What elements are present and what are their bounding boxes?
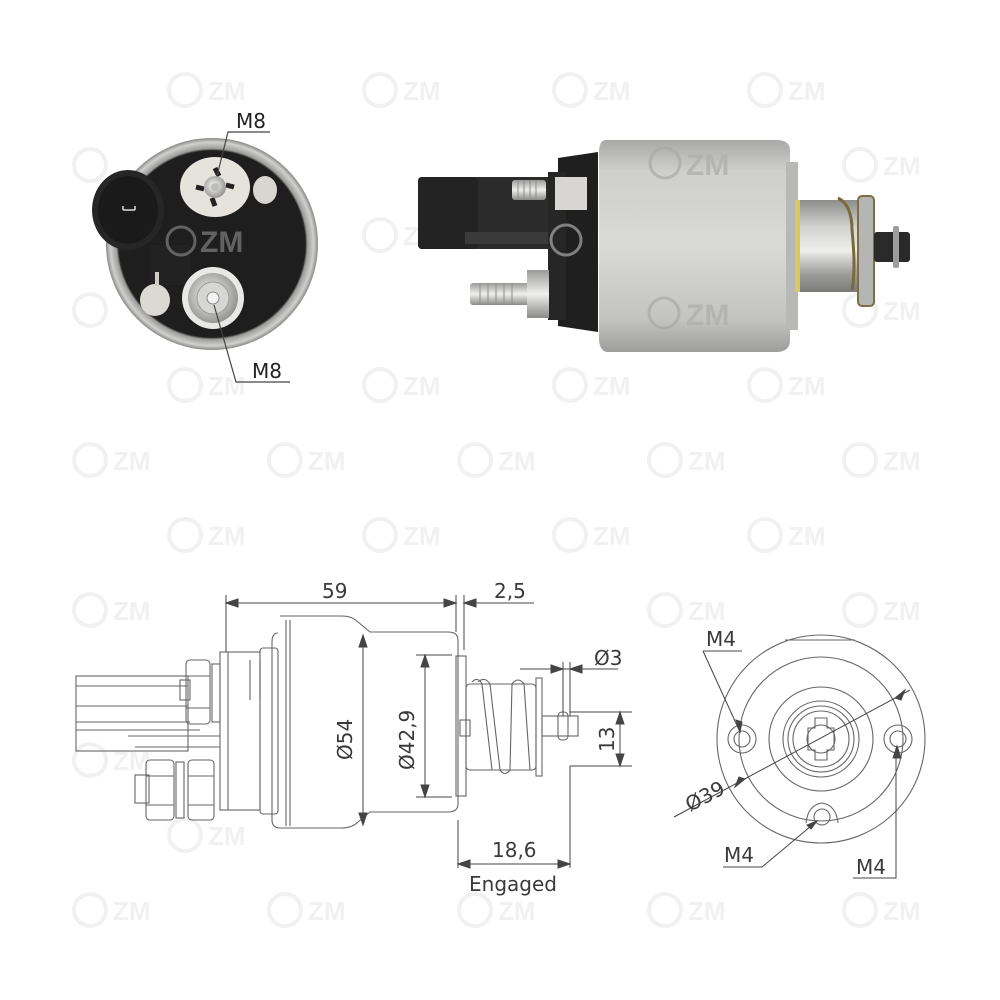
- drive-pin: [541, 715, 579, 737]
- svg-text:ZM: ZM: [688, 446, 726, 476]
- photo-watermark: [165, 225, 197, 257]
- side-view-photo: ZM ZM: [418, 140, 910, 352]
- side-dimensions: [224, 595, 632, 869]
- drive-pin-end: [874, 232, 910, 262]
- svg-text:ZM: ZM: [883, 296, 921, 326]
- svg-text:ZM: ZM: [498, 446, 536, 476]
- dim-stroke: 18,6: [492, 838, 537, 862]
- dim-body-diameter: Ø54: [333, 719, 357, 760]
- dim-gap: 2,5: [494, 579, 526, 603]
- svg-text:ZM: ZM: [498, 896, 536, 926]
- svg-text:ZM: ZM: [686, 299, 729, 332]
- end-view-photo: ZM M8 M8: [92, 109, 318, 383]
- mount-hole-bottom: [813, 808, 831, 826]
- svg-text:ZM: ZM: [593, 371, 631, 401]
- upper-bolt: [512, 177, 587, 210]
- return-spring: [459, 677, 543, 777]
- dim-flange-diameter: Ø42,9: [395, 710, 419, 770]
- top-terminal: [180, 157, 277, 217]
- outer-circle: [716, 634, 926, 844]
- dim-hole-bottom: M4: [724, 843, 754, 867]
- svg-text:ZM: ZM: [403, 76, 441, 106]
- side-drawing: [75, 615, 579, 829]
- svg-text:ZM: ZM: [788, 521, 826, 551]
- small-tab: [140, 272, 170, 316]
- svg-text:ZM: ZM: [208, 521, 246, 551]
- lower-bolt: [470, 270, 549, 318]
- svg-text:ZM: ZM: [593, 76, 631, 106]
- callout-top-m8: M8: [216, 109, 270, 177]
- bottom-terminal: [182, 267, 244, 329]
- svg-text:ZM: ZM: [208, 821, 246, 851]
- svg-text:ZM: ZM: [883, 446, 921, 476]
- svg-text:ZM: ZM: [788, 76, 826, 106]
- mount-hole-left: [733, 730, 751, 748]
- photo-watermark: [549, 146, 682, 330]
- dim-hole-top-left: M4: [706, 627, 736, 651]
- dim-hole-right: M4: [856, 855, 886, 879]
- body-outline: [271, 615, 459, 829]
- side-dimension-labels: 59 2,5 Ø54 Ø42,9 Ø3 13 18,6 Engaged: [322, 579, 622, 896]
- dim-bolt-circle: Ø39: [681, 776, 729, 817]
- mount-hole-right: [889, 730, 907, 748]
- svg-text:ZM: ZM: [403, 521, 441, 551]
- svg-text:ZM: ZM: [208, 76, 246, 106]
- svg-text:ZM: ZM: [883, 596, 921, 626]
- dim-stroke-note: Engaged: [469, 872, 557, 896]
- svg-text:ZM: ZM: [788, 371, 826, 401]
- dim-pin-length: 13: [595, 727, 619, 752]
- dim-pin-diameter: Ø3: [594, 646, 622, 670]
- svg-text:M8: M8: [236, 109, 266, 133]
- svg-text:ZM: ZM: [113, 896, 151, 926]
- svg-text:ZM: ZM: [113, 446, 151, 476]
- svg-text:ZM: ZM: [688, 896, 726, 926]
- solenoid-housing: [599, 140, 790, 352]
- svg-text:M8: M8: [252, 359, 282, 383]
- svg-text:ZM: ZM: [113, 596, 151, 626]
- svg-text:ZM: ZM: [883, 896, 921, 926]
- end-dimensions: [673, 650, 911, 879]
- callout-bottom-m8: M8: [213, 304, 290, 383]
- dim-length: 59: [322, 579, 347, 603]
- connector-outline: [75, 675, 189, 752]
- svg-text:ZM: ZM: [686, 149, 729, 182]
- svg-text:ZM: ZM: [208, 371, 246, 401]
- svg-text:ZM: ZM: [200, 226, 243, 259]
- svg-text:ZM: ZM: [308, 446, 346, 476]
- end-drawing: [716, 634, 926, 844]
- svg-text:ZM: ZM: [593, 521, 631, 551]
- svg-text:ZM: ZM: [688, 596, 726, 626]
- svg-text:ZM: ZM: [308, 896, 346, 926]
- svg-text:ZM: ZM: [883, 151, 921, 181]
- watermark-logo: ZM ZM ZM ZM ZM ZM ZM ZM ZM ZM ZM ZM ZM Z…: [72, 72, 921, 928]
- pin-key: [807, 717, 835, 761]
- svg-text:ZM: ZM: [403, 371, 441, 401]
